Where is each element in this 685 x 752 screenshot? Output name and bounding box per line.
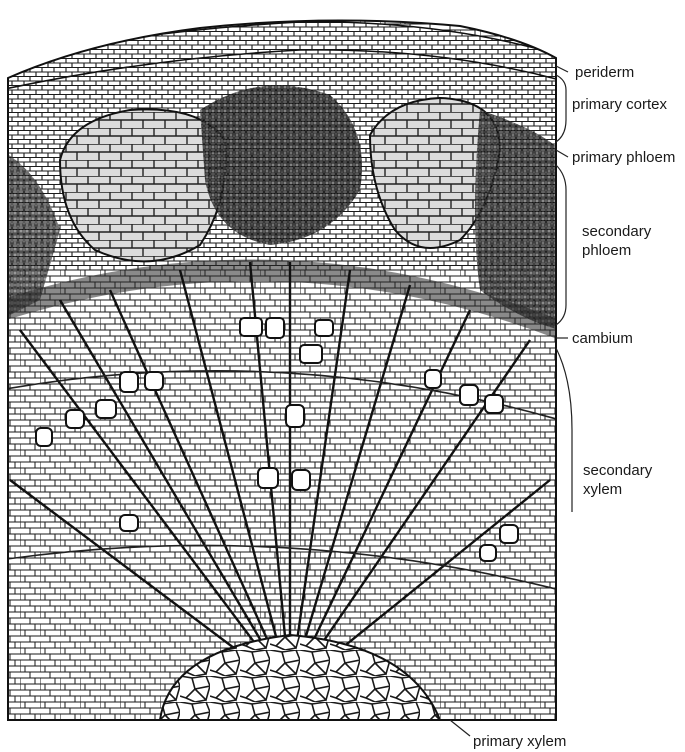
label-secondary-phloem: secondary phloem: [582, 222, 651, 260]
label-cambium: cambium: [572, 330, 633, 347]
label-secondary-phloem-line2: phloem: [582, 242, 632, 259]
label-secondary-xylem: secondary xylem: [583, 461, 652, 499]
label-primary-phloem: primary phloem: [572, 149, 676, 166]
label-periderm: periderm: [575, 64, 635, 81]
label-secondary-xylem-line2: xylem: [583, 481, 623, 498]
label-secondary-phloem-line1: secondary: [582, 223, 652, 240]
tissue-section: [8, 20, 556, 720]
label-primary-cortex: primary cortex: [572, 96, 668, 113]
label-secondary-xylem-line1: secondary: [583, 462, 653, 479]
label-leader-lines: [449, 65, 573, 737]
label-primary-xylem: primary xylem: [473, 733, 567, 750]
